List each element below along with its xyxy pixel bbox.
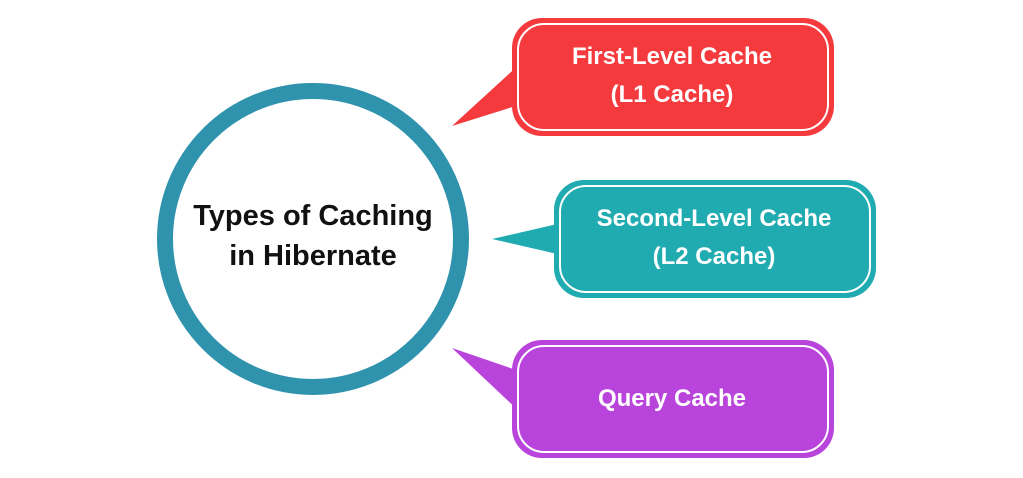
callout-first-level [452, 18, 834, 136]
callout-second-level [492, 180, 876, 298]
callout-box-second-level [554, 180, 876, 298]
second-level-cache-label: Second-Level Cache (L2 Cache) [556, 200, 872, 276]
first-level-cache-subtitle: (L1 Cache) [610, 81, 734, 108]
callout-pointer-second-level [492, 222, 566, 256]
callout-query-cache [452, 340, 834, 458]
callout-border-first-level [517, 23, 829, 131]
center-ring [157, 83, 469, 395]
first-level-cache-label: First-Level Cache (L1 Cache) [512, 38, 832, 114]
first-level-cache-title: First-Level Cache [571, 43, 773, 70]
center-title-line1: Types of Caching [193, 200, 433, 232]
query-cache-label: Query Cache [512, 380, 832, 418]
callout-box-query-cache [512, 340, 834, 458]
center-title: Types of Caching in Hibernate [168, 196, 458, 276]
callout-box-first-level [512, 18, 834, 136]
center-title-line2: in Hibernate [229, 240, 397, 272]
second-level-cache-title: Second-Level Cache [596, 205, 832, 232]
callout-border-query-cache [517, 345, 829, 453]
second-level-cache-subtitle: (L2 Cache) [652, 243, 776, 270]
callout-pointer-first-level [452, 62, 522, 126]
callout-border-second-level [559, 185, 871, 293]
query-cache-title: Query Cache [597, 385, 747, 412]
callout-pointer-query-cache [452, 348, 522, 414]
